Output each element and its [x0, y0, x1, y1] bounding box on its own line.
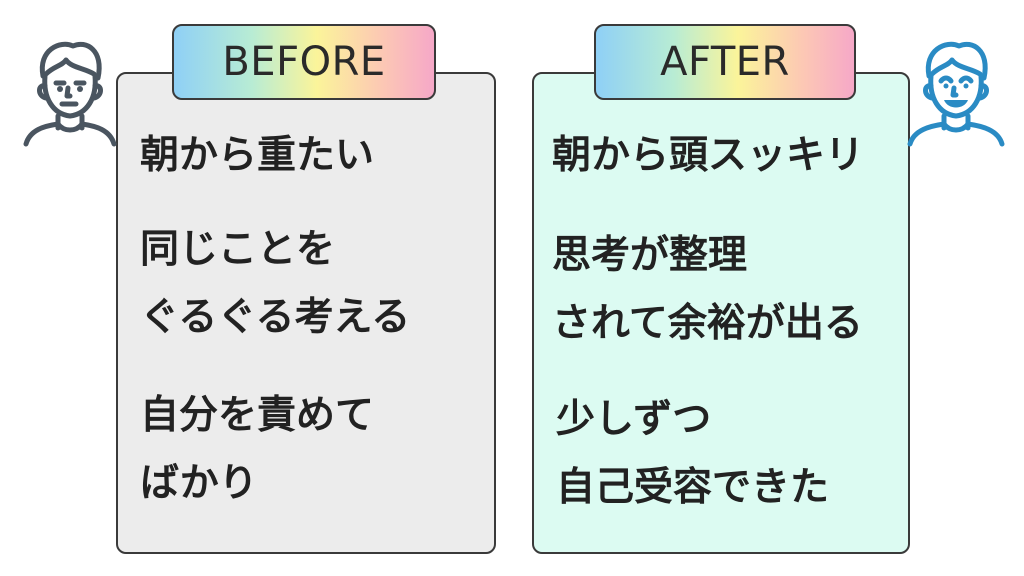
before-item-2-line-2: ぐるぐる考える: [140, 295, 411, 340]
after-item-2-line-2: されて余裕が出る: [552, 301, 863, 346]
after-item-3: 少しずつ 自己受容できた: [556, 386, 829, 522]
before-item-3: 自分を責めて ばかり: [140, 382, 374, 518]
after-label: AFTER: [594, 24, 856, 100]
after-item-1-line-1: 朝から頭スッキリ: [552, 133, 865, 178]
before-item-2-line-1: 同じことを: [140, 227, 336, 272]
before-item-3-line-2: ばかり: [140, 461, 258, 506]
before-item-1-line-1: 朝から重たい: [140, 133, 375, 178]
before-label: BEFORE: [172, 24, 436, 100]
tired-man-icon: [23, 41, 117, 147]
before-item-2: 同じことを ぐるぐる考える: [140, 216, 410, 352]
after-item-3-line-1: 少しずつ: [556, 397, 712, 442]
before-item-1: 朝から重たい: [140, 122, 374, 190]
before-item-3-line-1: 自分を責めて: [140, 393, 375, 438]
happy-man-icon: [907, 41, 1005, 147]
after-panel: [532, 72, 910, 554]
after-item-2: 思考が整理 されて余裕が出る: [552, 222, 863, 358]
after-item-2-line-1: 思考が整理: [552, 233, 748, 278]
after-item-3-line-2: 自己受容できた: [556, 465, 830, 510]
after-item-1: 朝から頭スッキリ: [552, 122, 864, 190]
before-panel: [116, 72, 496, 554]
